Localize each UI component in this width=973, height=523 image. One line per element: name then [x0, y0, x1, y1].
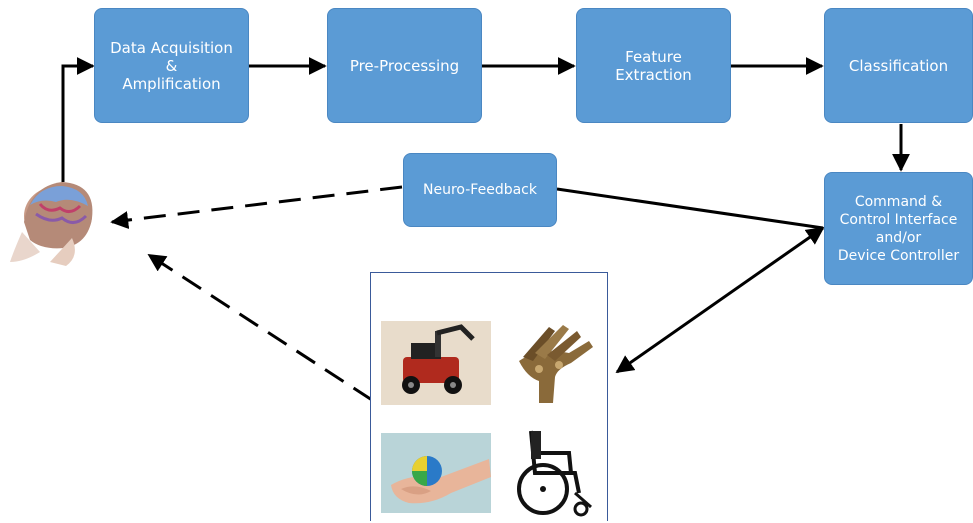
wheelchair-icon [509, 423, 597, 519]
classification-block: Classification [824, 8, 973, 123]
brain-head-icon [10, 182, 93, 266]
arrow-command-devices [615, 226, 825, 374]
neuro-feedback-label: Neuro-Feedback [423, 182, 537, 198]
devices-panel [370, 272, 608, 521]
command-control-label: Command & Control Interface and/or Devic… [837, 193, 960, 264]
classification-label: Classification [848, 56, 949, 75]
mobile-robot-icon [381, 321, 491, 405]
pre-processing-block: Pre-Processing [327, 8, 482, 123]
command-control-block: Command & Control Interface and/or Devic… [824, 172, 973, 285]
neuro-feedback-block: Neuro-Feedback [403, 153, 557, 227]
feature-extraction-block: Feature Extraction [576, 8, 731, 123]
data-acquisition-block: Data Acquisition & Amplification [94, 8, 249, 123]
stress-ball-icon [381, 433, 491, 513]
pre-processing-label: Pre-Processing [349, 56, 460, 75]
arrow-head-to-acquisition [61, 57, 95, 182]
dashed-devices-to-head [147, 253, 373, 402]
data-acquisition-label: Data Acquisition & Amplification [110, 38, 233, 93]
feature-extraction-label: Feature Extraction [615, 47, 692, 84]
dashed-feedback-to-head [110, 185, 403, 229]
robotic-hand-icon [509, 317, 597, 409]
line-feedback-to-command [556, 187, 824, 230]
